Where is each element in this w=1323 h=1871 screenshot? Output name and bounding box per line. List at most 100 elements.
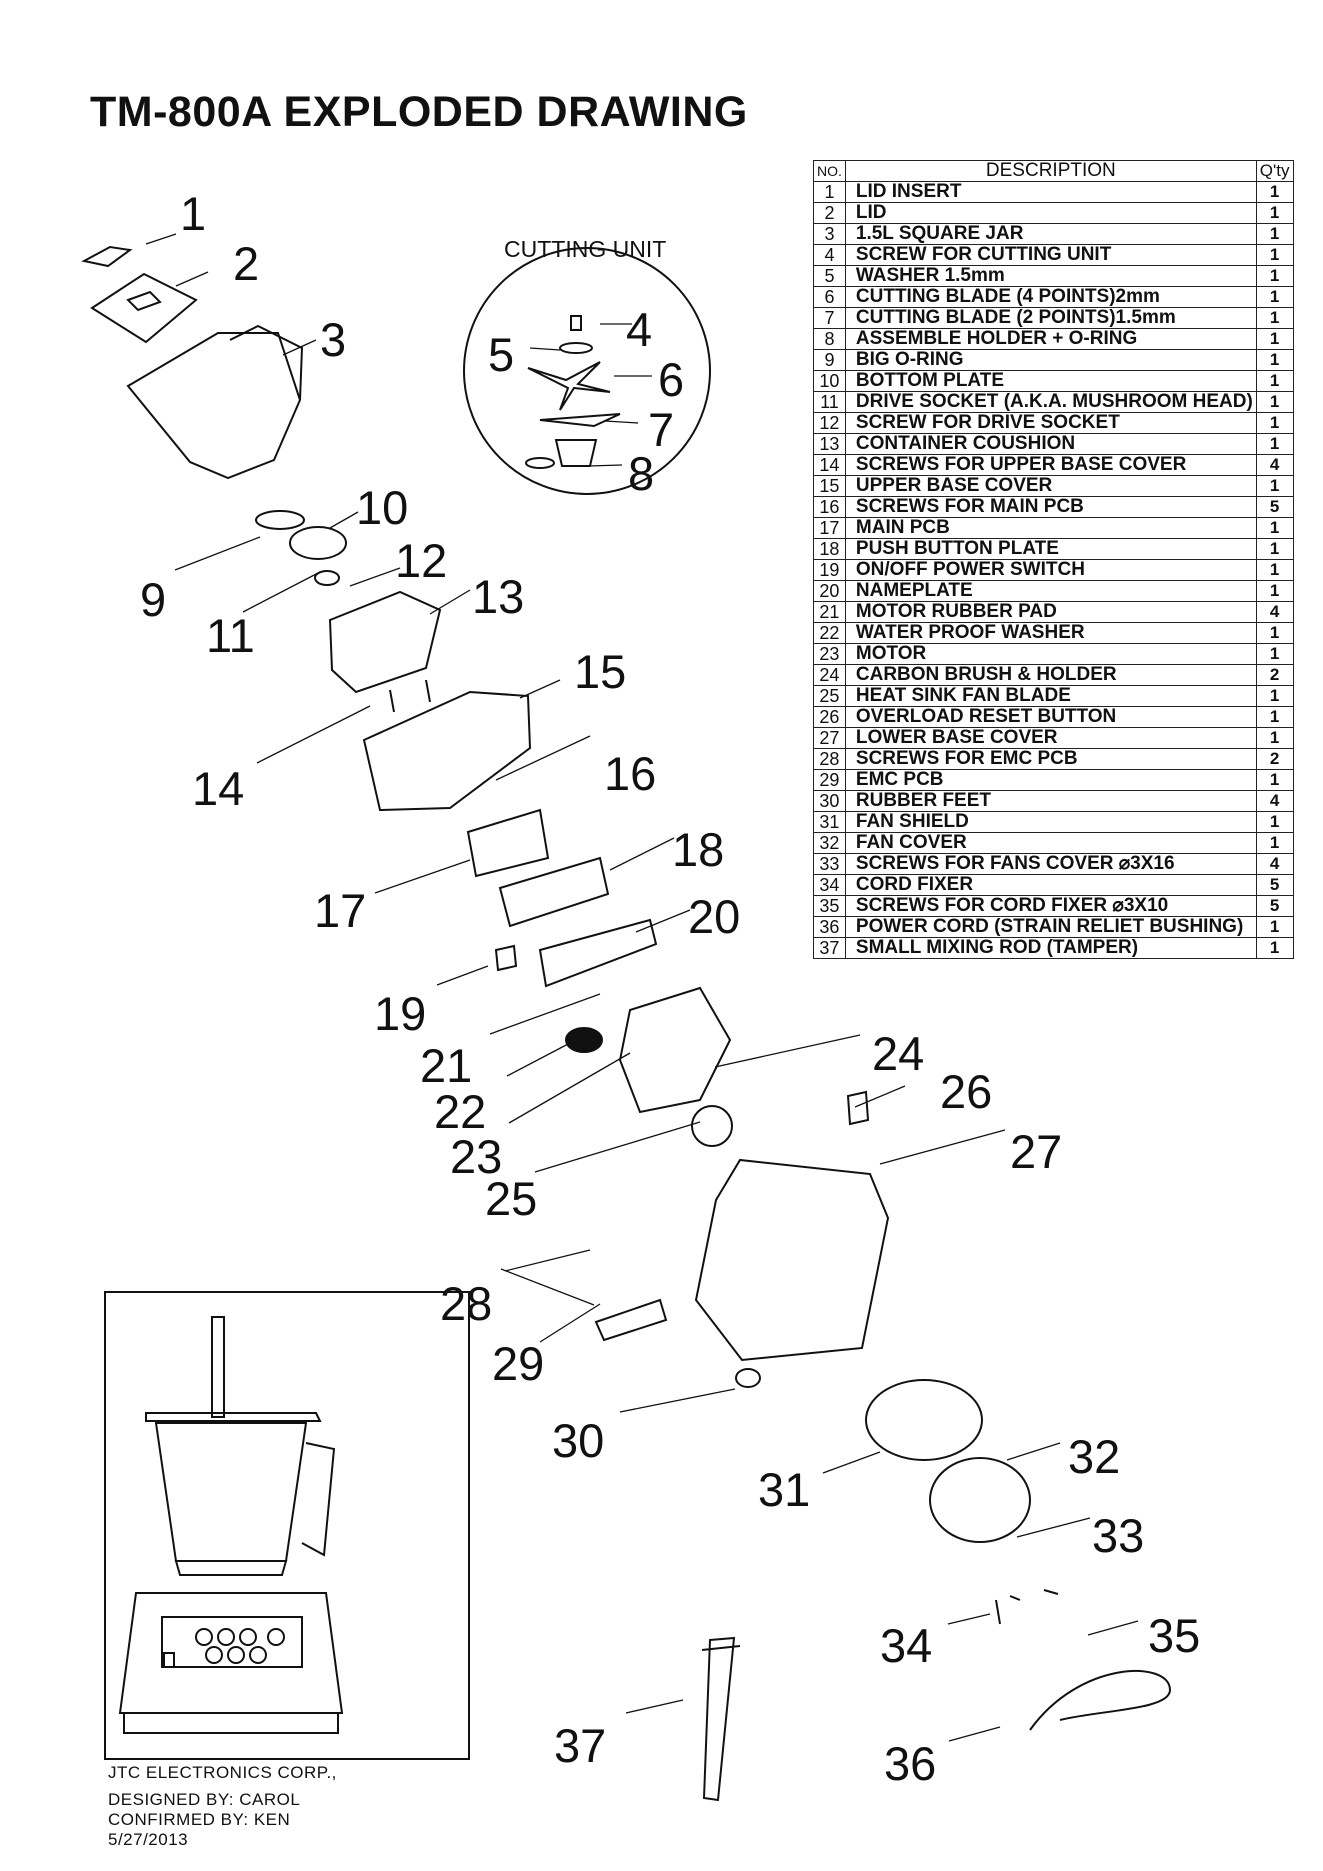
emc-pcb-shape (594, 1298, 668, 1342)
fan-blade-shape (691, 1105, 733, 1147)
cell-qty: 1 (1255, 727, 1294, 749)
callout-number: 22 (434, 1085, 487, 1138)
callout-number: 15 (574, 645, 627, 698)
blender-jar (154, 1422, 308, 1562)
cell-no: 35 (813, 895, 846, 917)
tamper-rod (211, 1316, 225, 1418)
cell-description: UPPER BASE COVER (844, 475, 1257, 497)
cell-no: 19 (813, 559, 846, 581)
cutting-unit-circle (463, 247, 711, 495)
cell-no: 31 (813, 811, 846, 833)
callout-number: 30 (552, 1414, 605, 1467)
oring-8-shape (525, 457, 555, 469)
cushion-shape (328, 590, 442, 694)
cell-no: 17 (813, 517, 846, 539)
power-cord-shape (1029, 1669, 1172, 1731)
cell-description: ON/OFF POWER SWITCH (844, 559, 1257, 581)
callout-number: 19 (374, 987, 427, 1040)
holder-8-shape (554, 439, 598, 467)
callout-number: 8 (628, 447, 655, 500)
cell-description: MOTOR (844, 643, 1257, 665)
callout-number: 37 (554, 1719, 607, 1772)
cell-description: FAN SHIELD (844, 811, 1257, 833)
callout-number: 2 (233, 237, 260, 290)
lower-base-cover-shape (694, 1158, 890, 1362)
tamper-shape (701, 1636, 741, 1802)
cell-description: MOTOR RUBBER PAD (844, 601, 1257, 623)
callout-number: 3 (320, 313, 347, 366)
footer-confirmed: CONFIRMED BY: KEN (108, 1810, 291, 1829)
cell-no: 37 (813, 937, 846, 959)
motor-shape (618, 986, 732, 1114)
callout-number: 36 (884, 1737, 937, 1790)
cell-no: 18 (813, 538, 846, 560)
cell-description: HEAT SINK FAN BLADE (844, 685, 1257, 707)
cell-description: BOTTOM PLATE (844, 370, 1257, 392)
cell-description: WASHER 1.5mm (844, 265, 1257, 287)
callout-number: 11 (206, 609, 255, 662)
callout-number: 20 (688, 890, 741, 943)
washer-22-shape (565, 1027, 603, 1053)
callout-number: 29 (492, 1337, 545, 1390)
cell-no: 23 (813, 643, 846, 665)
jar-shape (126, 332, 302, 480)
callout-number: 21 (420, 1039, 473, 1092)
jar-handle-shape (229, 324, 304, 401)
callout-number: 24 (872, 1027, 925, 1080)
cell-qty: 1 (1255, 622, 1294, 644)
fan-cover-shape (929, 1457, 1031, 1543)
blender-jar-base (174, 1560, 288, 1576)
callout-number: 9 (140, 573, 167, 626)
cell-qty: 1 (1255, 937, 1294, 959)
callout-number: 7 (648, 403, 675, 456)
screw-4-shape (570, 315, 582, 331)
nameplate-shape (538, 918, 658, 988)
cell-no: 34 (813, 874, 846, 896)
cell-description: SCREWS FOR FANS COVER ⌀3X16 (844, 853, 1257, 875)
callout-number: 18 (672, 823, 725, 876)
callout-number: 4 (626, 303, 653, 356)
cell-description: POWER CORD (STRAIN RELIET BUSHING) (844, 916, 1257, 938)
cell-no: 30 (813, 790, 846, 812)
callout-number: 32 (1068, 1430, 1121, 1483)
assembled-blender-illustration (118, 1316, 344, 1734)
callout-number: 6 (658, 353, 685, 406)
fan-shield-shape (865, 1379, 983, 1461)
lid-shape (90, 272, 198, 344)
blender-control-panel (161, 1616, 303, 1668)
header-qty: Q'ty (1255, 160, 1294, 182)
main-pcb-shape (466, 808, 550, 878)
cell-description: SMALL MIXING ROD (TAMPER) (844, 937, 1257, 959)
cell-description: CUTTING BLADE (2 POINTS)1.5mm (844, 307, 1257, 329)
blender-feet (123, 1712, 339, 1734)
cell-description: WATER PROOF WASHER (844, 622, 1257, 644)
blender-handle (301, 1442, 336, 1557)
cell-description: FAN COVER (844, 832, 1257, 854)
assembled-blender-frame (104, 1291, 470, 1760)
upper-base-cover-shape (362, 690, 532, 812)
callout-number: 34 (880, 1619, 933, 1672)
callout-number: 33 (1092, 1509, 1145, 1562)
cell-no: 13 (813, 433, 846, 455)
blade-6-shape (527, 361, 611, 411)
callout-number: 12 (395, 534, 448, 587)
reset-button-shape (846, 1090, 870, 1126)
